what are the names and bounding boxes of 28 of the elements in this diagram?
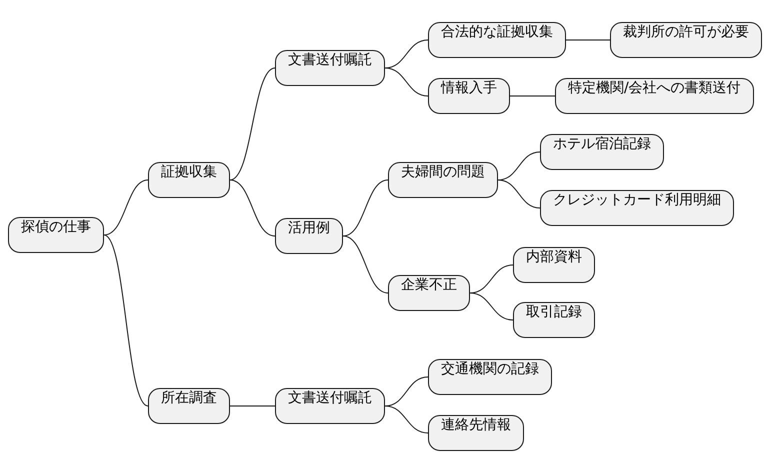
topic-node: クレジットカード利用明細 — [540, 190, 734, 226]
topic-node: 内部資料 — [513, 247, 595, 283]
topic-node: 活用例 — [275, 218, 343, 254]
topic-node: ホテル宿泊記録 — [540, 134, 664, 170]
connector-line — [384, 68, 428, 96]
topic-node: 文書送付嘱託 — [275, 50, 385, 86]
connector-line — [384, 406, 428, 434]
connector-line — [342, 180, 388, 236]
connector-line — [104, 234, 148, 406]
topic-node: 夫婦間の問題 — [388, 162, 498, 198]
topic-node: 取引記録 — [513, 302, 595, 338]
topic-node: 文書送付嘱託 — [275, 388, 385, 424]
connector-line — [342, 236, 388, 294]
connector-line — [498, 180, 540, 208]
topic-node: 情報入手 — [428, 78, 510, 114]
connector-line — [104, 180, 148, 236]
topic-node: 所在調査 — [148, 388, 230, 424]
connector-line — [230, 68, 276, 180]
connector-line — [230, 180, 276, 236]
topic-node: 証拠収集 — [148, 162, 230, 198]
topic-node: 裁判所の許可が必要 — [610, 22, 762, 58]
topic-node: 特定機関/会社への書類送付 — [555, 78, 754, 114]
topic-node: 連絡先情報 — [428, 415, 524, 451]
topic-node: 企業不正 — [388, 275, 470, 311]
connector-line — [470, 292, 514, 320]
topic-node: 探偵の仕事 — [8, 217, 104, 253]
topic-node: 合法的な証拠収集 — [428, 22, 566, 58]
topic-node: 交通機関の記録 — [428, 359, 552, 395]
